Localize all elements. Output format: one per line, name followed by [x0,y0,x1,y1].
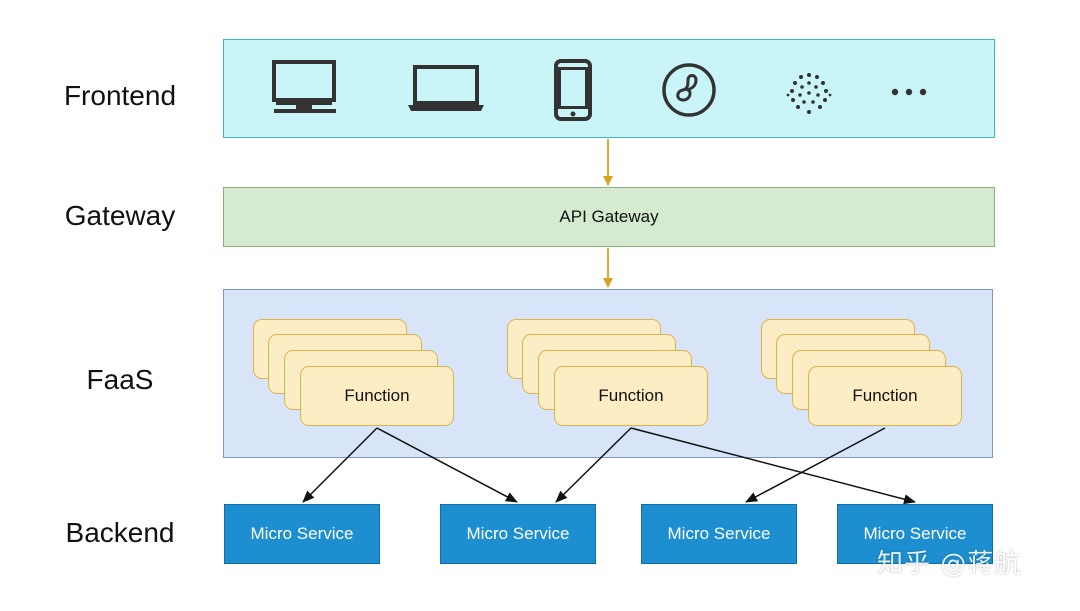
zhihu-watermark: 知乎 @蒋航 [877,549,1022,579]
micro-service-box-2: Micro Service [440,504,596,564]
arrow-function1-to-service1 [302,427,378,503]
micro-service-label: Micro Service [250,524,354,543]
arrow-function1-to-service2 [376,427,518,503]
micro-service-label: Micro Service [466,524,570,543]
micro-service-box-3: Micro Service [641,504,797,564]
function-card: Function [300,366,454,426]
arrow-function2-to-service2 [555,427,632,503]
api-gateway-box: API Gateway [223,187,995,247]
laptop-icon [408,65,484,111]
arrow-function2-to-service4 [630,427,916,505]
micro-service-box-4: Micro Service [837,504,993,564]
function-card: Function [554,366,708,426]
arrow-function3-to-service3 [745,427,886,503]
function-label: Function [598,386,664,405]
arrowhead [603,176,613,186]
arrowhead [603,278,613,288]
micro-service-label: Micro Service [667,524,771,543]
function-label: Function [852,386,918,405]
desktop-monitor-icon [272,60,336,113]
ellipsis-icon [891,88,927,96]
function-card: Function [808,366,962,426]
layer-label-frontend: Frontend [63,80,177,111]
mini-program-icon [662,63,716,117]
function-label: Function [344,386,410,405]
api-gateway-label: API Gateway [559,207,659,226]
layer-label-faas: FaaS [86,364,154,395]
layer-label-gateway: Gateway [64,200,176,231]
iot-dots-icon [786,73,832,114]
frontend-band [223,39,995,138]
micro-service-label: Micro Service [863,524,967,543]
smartphone-icon [554,59,592,121]
micro-service-box-1: Micro Service [224,504,380,564]
layer-label-backend: Backend [65,517,175,548]
